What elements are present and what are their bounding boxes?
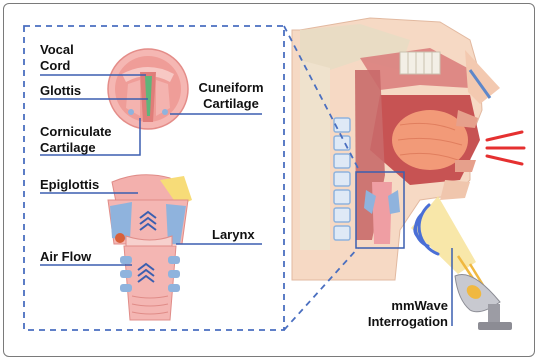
label-mmwave-line1: mmWave <box>362 298 448 314</box>
label-vocal-cord-line2: Cord <box>40 58 74 74</box>
label-larynx: Larynx <box>212 227 255 243</box>
label-mmwave-line2: Interrogation <box>362 314 448 330</box>
glottis-view <box>108 49 188 129</box>
label-corniculate-cartilage: Corniculate Cartilage <box>40 124 112 156</box>
label-corniculate-line1: Corniculate <box>40 124 112 140</box>
label-glottis: Glottis <box>40 83 81 99</box>
red-signal-lines <box>487 132 524 164</box>
label-vocal-cord-line1: Vocal <box>40 42 74 58</box>
label-epiglottis: Epiglottis <box>40 177 99 193</box>
label-cuneiform-line1: Cuneiform <box>196 80 266 96</box>
label-corniculate-line2: Cartilage <box>40 140 112 156</box>
label-air-flow: Air Flow <box>40 249 91 265</box>
label-cuneiform-line2: Cartilage <box>196 96 266 112</box>
label-cuneiform-cartilage: Cuneiform Cartilage <box>196 80 266 112</box>
label-vocal-cord: Vocal Cord <box>40 42 74 74</box>
larynx-illustration <box>108 175 192 320</box>
label-mmwave-interrogation: mmWave Interrogation <box>362 298 448 330</box>
head-profile <box>292 18 500 280</box>
